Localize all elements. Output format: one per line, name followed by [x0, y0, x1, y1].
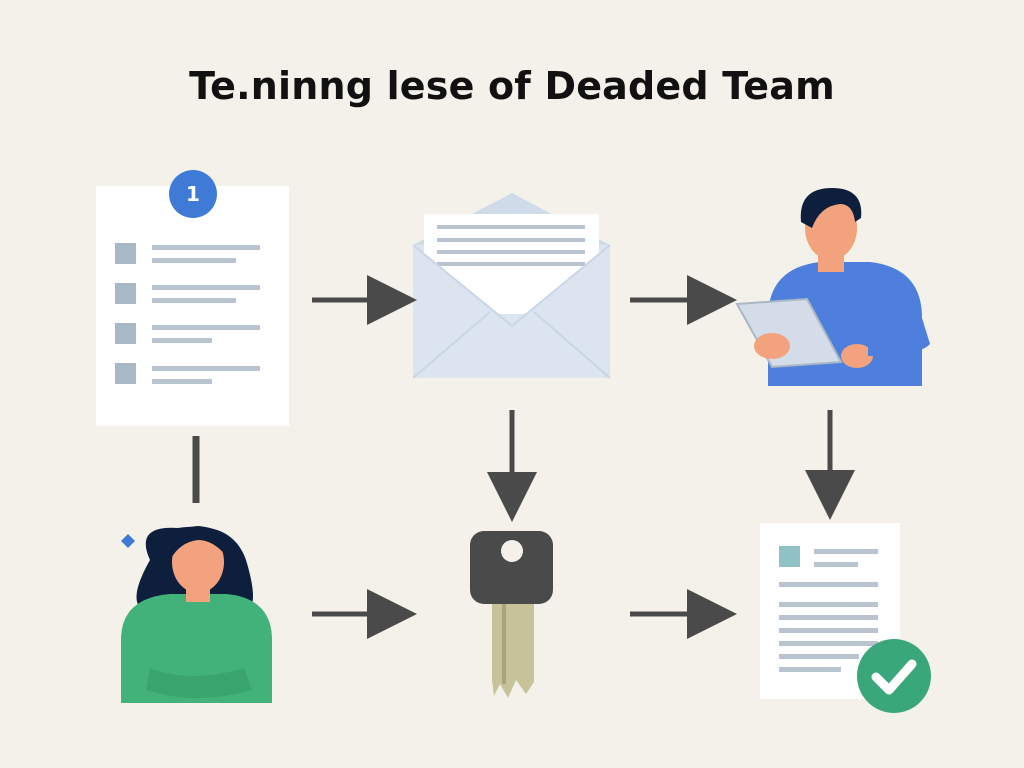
check-icon: [857, 639, 931, 713]
arm: [868, 318, 930, 356]
hair-top: [169, 526, 229, 560]
line: [152, 298, 236, 303]
face: [172, 531, 224, 593]
line: [152, 379, 212, 384]
envelope-front: [413, 245, 610, 378]
line: [779, 641, 878, 646]
line: [779, 602, 878, 607]
checklist-paper: [96, 186, 289, 426]
letter-line: [437, 238, 585, 242]
hair: [800, 188, 862, 228]
envelope-fold: [412, 244, 611, 328]
envelope: [412, 193, 611, 379]
letter-line: [437, 225, 585, 229]
checkbox: [115, 283, 136, 304]
key-hole: [501, 540, 523, 562]
line: [779, 582, 878, 587]
line: [152, 285, 260, 290]
checkbox: [115, 323, 136, 344]
person-with-tablet: [735, 188, 930, 386]
line: [152, 366, 260, 371]
line: [814, 549, 878, 554]
approved-document: [760, 523, 931, 713]
envelope-icon: [412, 193, 611, 379]
key-groove: [502, 604, 506, 684]
step-badge: [169, 170, 217, 218]
person-icon: [735, 188, 930, 386]
checklist-document: 1: [96, 170, 289, 426]
line: [814, 562, 858, 567]
person-icon: [121, 526, 272, 703]
key-head: [470, 531, 553, 604]
key: [470, 531, 553, 698]
line: [779, 628, 878, 633]
line: [152, 258, 236, 263]
line: [152, 245, 260, 250]
teal-square: [779, 546, 800, 567]
checkbox: [115, 243, 136, 264]
line: [779, 667, 841, 672]
line: [152, 338, 212, 343]
person-woman: [121, 526, 272, 703]
folded-arms: [146, 668, 252, 698]
sparkle-icon: [121, 534, 135, 548]
hand: [841, 344, 873, 368]
line: [152, 325, 260, 330]
line: [779, 615, 878, 620]
check-mark: [871, 659, 917, 695]
envelope-fold: [533, 311, 611, 379]
key-blade: [492, 604, 534, 698]
step-badge-label: 1: [186, 182, 200, 206]
checkbox: [115, 363, 136, 384]
letter-line: [437, 250, 585, 254]
line: [779, 654, 859, 659]
checklist-icon: [115, 243, 260, 384]
key-icon: [470, 531, 553, 698]
connectors: [192, 275, 855, 639]
check-badge: [857, 639, 931, 713]
letter-line: [437, 262, 585, 266]
hand: [754, 333, 790, 359]
page-title: Te.ninng lese of Deaded Team: [189, 64, 835, 108]
envelope-fold: [412, 311, 491, 379]
